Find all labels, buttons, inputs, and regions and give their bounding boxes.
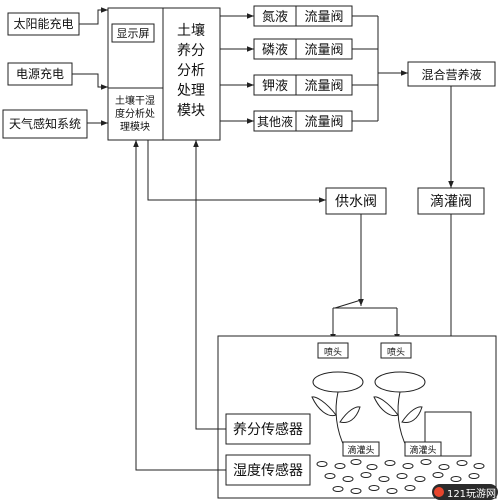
- soil-particles: [316, 459, 485, 494]
- potassium-liquid-label: 钾液: [262, 79, 288, 94]
- sprinkler-right: 喷头: [380, 342, 412, 359]
- weather-sensing-label: 天气感知系统: [9, 116, 81, 131]
- valve-collector-lines: [352, 15, 379, 122]
- dripper-left-label: 滴灌头: [347, 444, 374, 456]
- solar-to-controller-arrow: [79, 7, 108, 25]
- moisture-sensor-box: 湿度传感器: [225, 454, 311, 486]
- other-liquid-label: 其他液: [257, 114, 293, 129]
- phosphorus-valve-label: 流量阀: [304, 43, 343, 58]
- drip-valve-label: 滴灌阀: [430, 193, 472, 210]
- potassium-valve-label: 流量阀: [304, 79, 343, 94]
- moisture-sensor-feedback-arrow: [133, 140, 226, 471]
- moisture-sensor-label: 湿度传感器: [233, 462, 303, 479]
- nutrient-sensor-label: 养分传感器: [233, 421, 303, 438]
- controller-to-supply-arrow: [147, 140, 326, 203]
- channel-nitrogen: 氮液 流量阀: [253, 5, 353, 27]
- dripper-right-label: 滴灌头: [409, 444, 436, 456]
- nitrogen-valve-label: 流量阀: [304, 10, 343, 25]
- display-screen-label: 显示屏: [117, 27, 150, 40]
- power-charging-box: 电源充电: [7, 62, 73, 86]
- phosphorus-liquid-label: 磷液: [262, 43, 288, 58]
- watermark-badge: 121玩游网: [432, 484, 498, 500]
- mixing-nutrient-label: 混合营养液: [421, 67, 481, 82]
- power-charging-label: 电源充电: [16, 66, 64, 81]
- supply-valve-label: 供水阀: [335, 194, 377, 210]
- sprinkler-left-label: 喷头: [324, 347, 342, 358]
- nutrient-module-label-5: 模块: [177, 103, 205, 119]
- nutrient-sensor-box: 养分传感器: [225, 413, 311, 445]
- nutrient-module-label-2: 养分: [177, 43, 205, 59]
- supply-valve-box: 供水阀: [325, 187, 387, 215]
- other-valve-label: 流量阀: [304, 115, 343, 130]
- main-controller: 显示屏 土壤干湿 度分析处 理模块 土壤 养分 分析 处理 模块: [107, 7, 221, 141]
- nutrient-sensor-feedback-arrow: [193, 140, 226, 430]
- channel-other: 其他液 流量阀: [253, 110, 353, 132]
- drip-valve-box: 滴灌阀: [417, 187, 485, 215]
- dripper-left: 滴灌头: [342, 441, 380, 457]
- moisture-module-label-3: 理模块: [120, 121, 150, 133]
- sprinkler-right-label: 喷头: [387, 347, 405, 358]
- moisture-module-label-2: 度分析处: [115, 107, 155, 120]
- solar-charging-box: 太阳能充电: [7, 12, 80, 36]
- watermark-text: 121玩游网: [446, 488, 497, 500]
- dripper-right: 滴灌头: [404, 411, 472, 457]
- nitrogen-liquid-label: 氮液: [262, 10, 288, 25]
- supply-line: [334, 214, 362, 309]
- moisture-module-label-1: 土壤干湿: [115, 94, 155, 107]
- weather-sensing-box: 天气感知系统: [2, 109, 88, 139]
- channel-phosphorus: 磷液 流量阀: [253, 38, 353, 60]
- display-screen-box: [111, 23, 155, 43]
- nutrient-module-label-1: 土壤: [177, 22, 205, 39]
- sprinkler-left: 喷头: [317, 342, 349, 359]
- power-to-controller-arrow: [72, 73, 108, 90]
- channel-potassium: 钾液 流量阀: [253, 74, 353, 96]
- solar-charging-label: 太阳能充电: [13, 16, 73, 31]
- nutrient-module-label-3: 分析: [177, 63, 205, 79]
- nutrient-module-label-4: 处理: [177, 83, 205, 99]
- mixing-nutrient-box: 混合营养液: [407, 61, 496, 87]
- watermark-logo-icon: [433, 487, 444, 497]
